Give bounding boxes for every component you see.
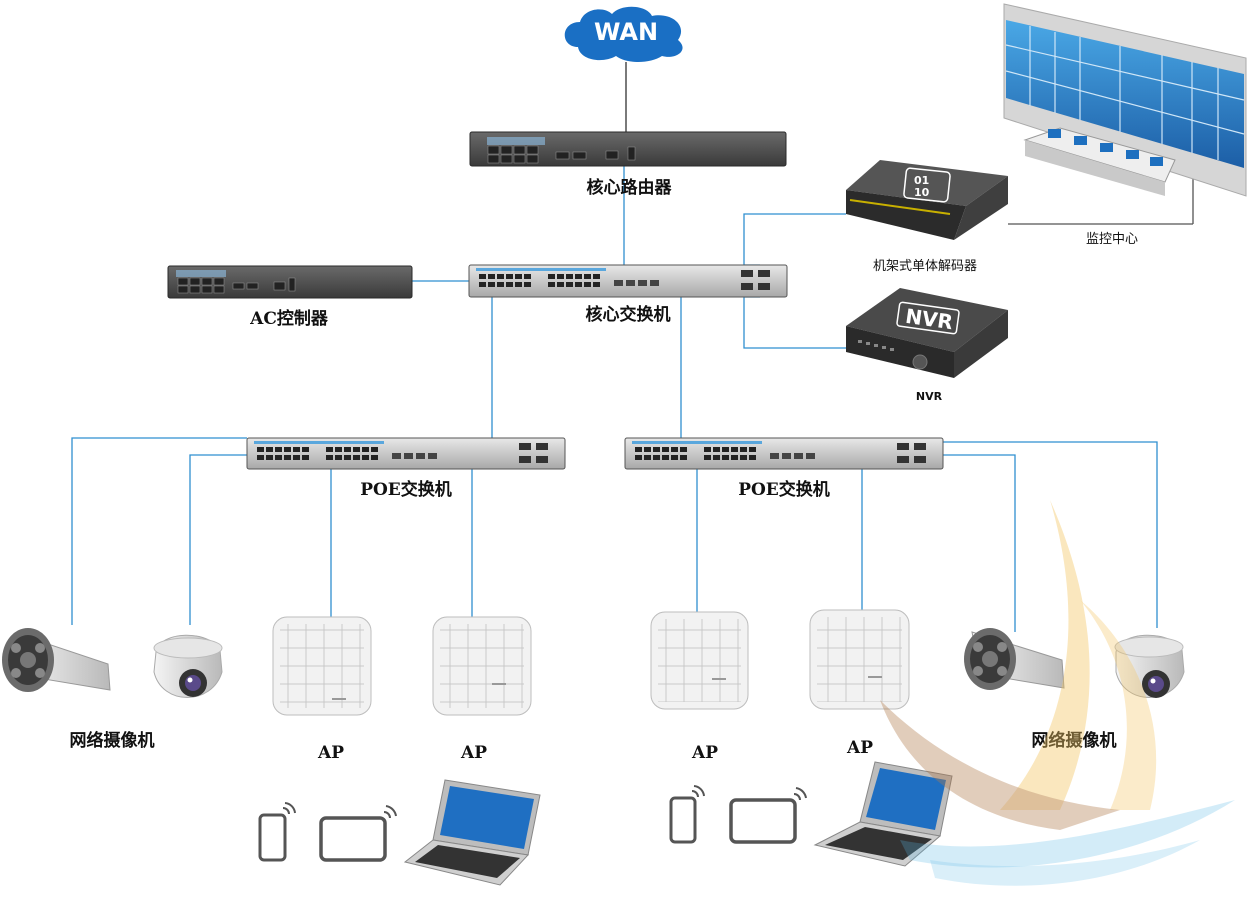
- link-poe-right-cam1: [943, 454, 1016, 632]
- link-poe-left-cam1: [71, 437, 247, 625]
- decoder-label: 机架式单体解码器: [873, 259, 977, 274]
- phone-icon: [258, 802, 296, 862]
- video-wall-icon: [1003, 3, 1247, 197]
- phone-icon: [669, 785, 705, 844]
- decoder-icon-bottom: 10: [914, 186, 930, 199]
- poe-left-label: POE交换机: [360, 479, 452, 500]
- nvr-label: NVR: [916, 390, 943, 403]
- core-switch: [468, 264, 788, 298]
- bullet-camera-icon: [964, 628, 1065, 690]
- cameras-left-label: 网络摄像机: [70, 730, 155, 751]
- ap-label-2: AP: [460, 743, 487, 763]
- dome-camera-icon: [153, 634, 223, 698]
- link-lines: [71, 62, 1194, 632]
- link-core-nvr: [743, 296, 846, 349]
- ap-icon: [432, 616, 532, 716]
- core-router: [469, 131, 787, 167]
- wan-cloud-icon: WAN: [564, 6, 683, 62]
- link-poe-right-cam2: [943, 441, 1158, 628]
- poe-switch-left: [246, 437, 566, 470]
- ac-controller-label: AC控制器: [249, 308, 329, 329]
- tablet-icon: [319, 805, 397, 862]
- wan-label: WAN: [594, 18, 658, 46]
- ap-icon: [272, 616, 372, 716]
- bullet-camera-icon: [2, 628, 111, 692]
- laptop-icon: [403, 779, 541, 886]
- core-router-label: 核心路由器: [587, 177, 673, 198]
- link-core-decoder: [743, 213, 846, 266]
- core-switch-label: 核心交换机: [586, 304, 671, 325]
- ap-label-1: AP: [317, 743, 344, 763]
- poe-switch-right: [624, 437, 944, 470]
- ap-label-3: AP: [691, 743, 718, 763]
- ac-controller: [167, 265, 413, 299]
- monitor-center-label: 监控中心: [1086, 232, 1138, 247]
- laptop-icon: [813, 761, 953, 867]
- ap-icon: [650, 611, 749, 710]
- decoder-device: 01 10: [846, 160, 1008, 240]
- ap-icon: [809, 609, 910, 710]
- cameras-right-label: 网络摄像机: [1032, 730, 1117, 751]
- nvr-device: NVR: [846, 288, 1008, 378]
- watermark-logo: [880, 500, 1235, 886]
- tablet-icon: [729, 787, 807, 844]
- ap-label-4: AP: [846, 738, 873, 758]
- link-poe-left-cam2: [189, 454, 247, 625]
- poe-right-label: POE交换机: [738, 479, 830, 500]
- dome-camera-icon: [1114, 634, 1185, 698]
- decoder-icon-top: 01: [914, 174, 929, 187]
